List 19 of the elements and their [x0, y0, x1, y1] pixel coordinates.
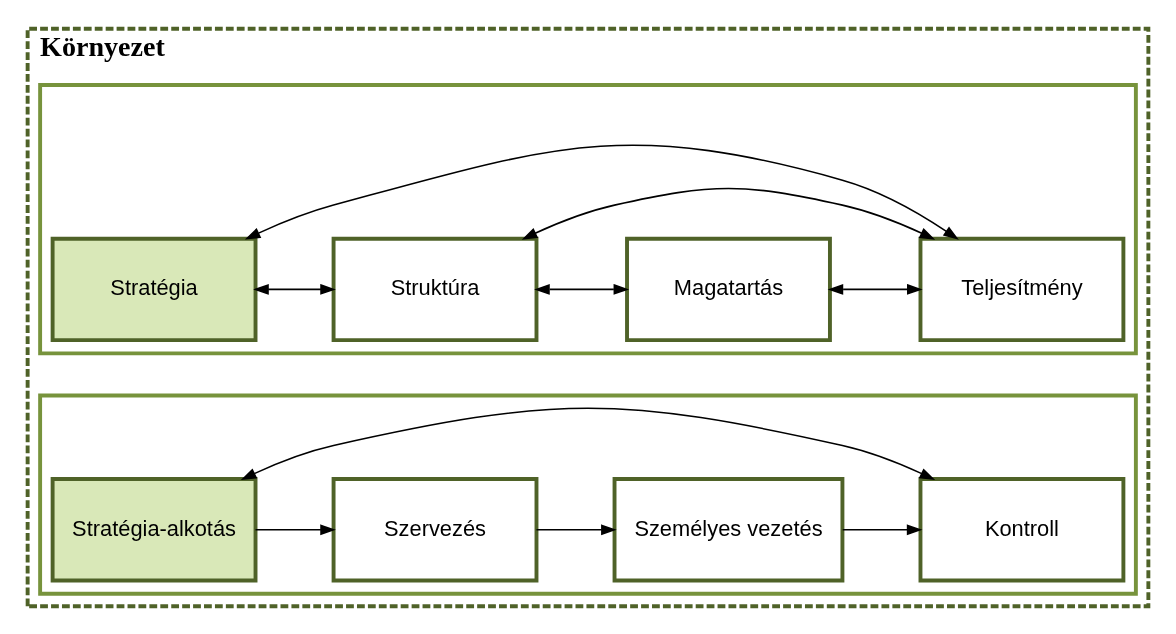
arrow: [534, 283, 630, 295]
arrow: [521, 187, 936, 240]
arrow: [535, 523, 617, 535]
node-box: Stratégia: [50, 236, 258, 342]
node-box: Szervezés: [331, 476, 539, 582]
arrow: [244, 144, 959, 240]
arrow: [253, 283, 336, 295]
node-box: Struktúra: [331, 236, 539, 342]
node-box: Magatartás: [625, 236, 832, 342]
node-box: Stratégia-alkotás: [50, 476, 258, 582]
arrow: [254, 523, 336, 535]
cluster: [38, 82, 1138, 355]
arrow: [827, 283, 923, 295]
node-box: Személyes vezetés: [612, 476, 845, 582]
node-box: Kontroll: [918, 476, 1126, 582]
node-box: Teljesítmény: [918, 236, 1126, 342]
arrow: [240, 407, 936, 480]
arrow: [841, 523, 923, 535]
cluster: [38, 393, 1138, 596]
